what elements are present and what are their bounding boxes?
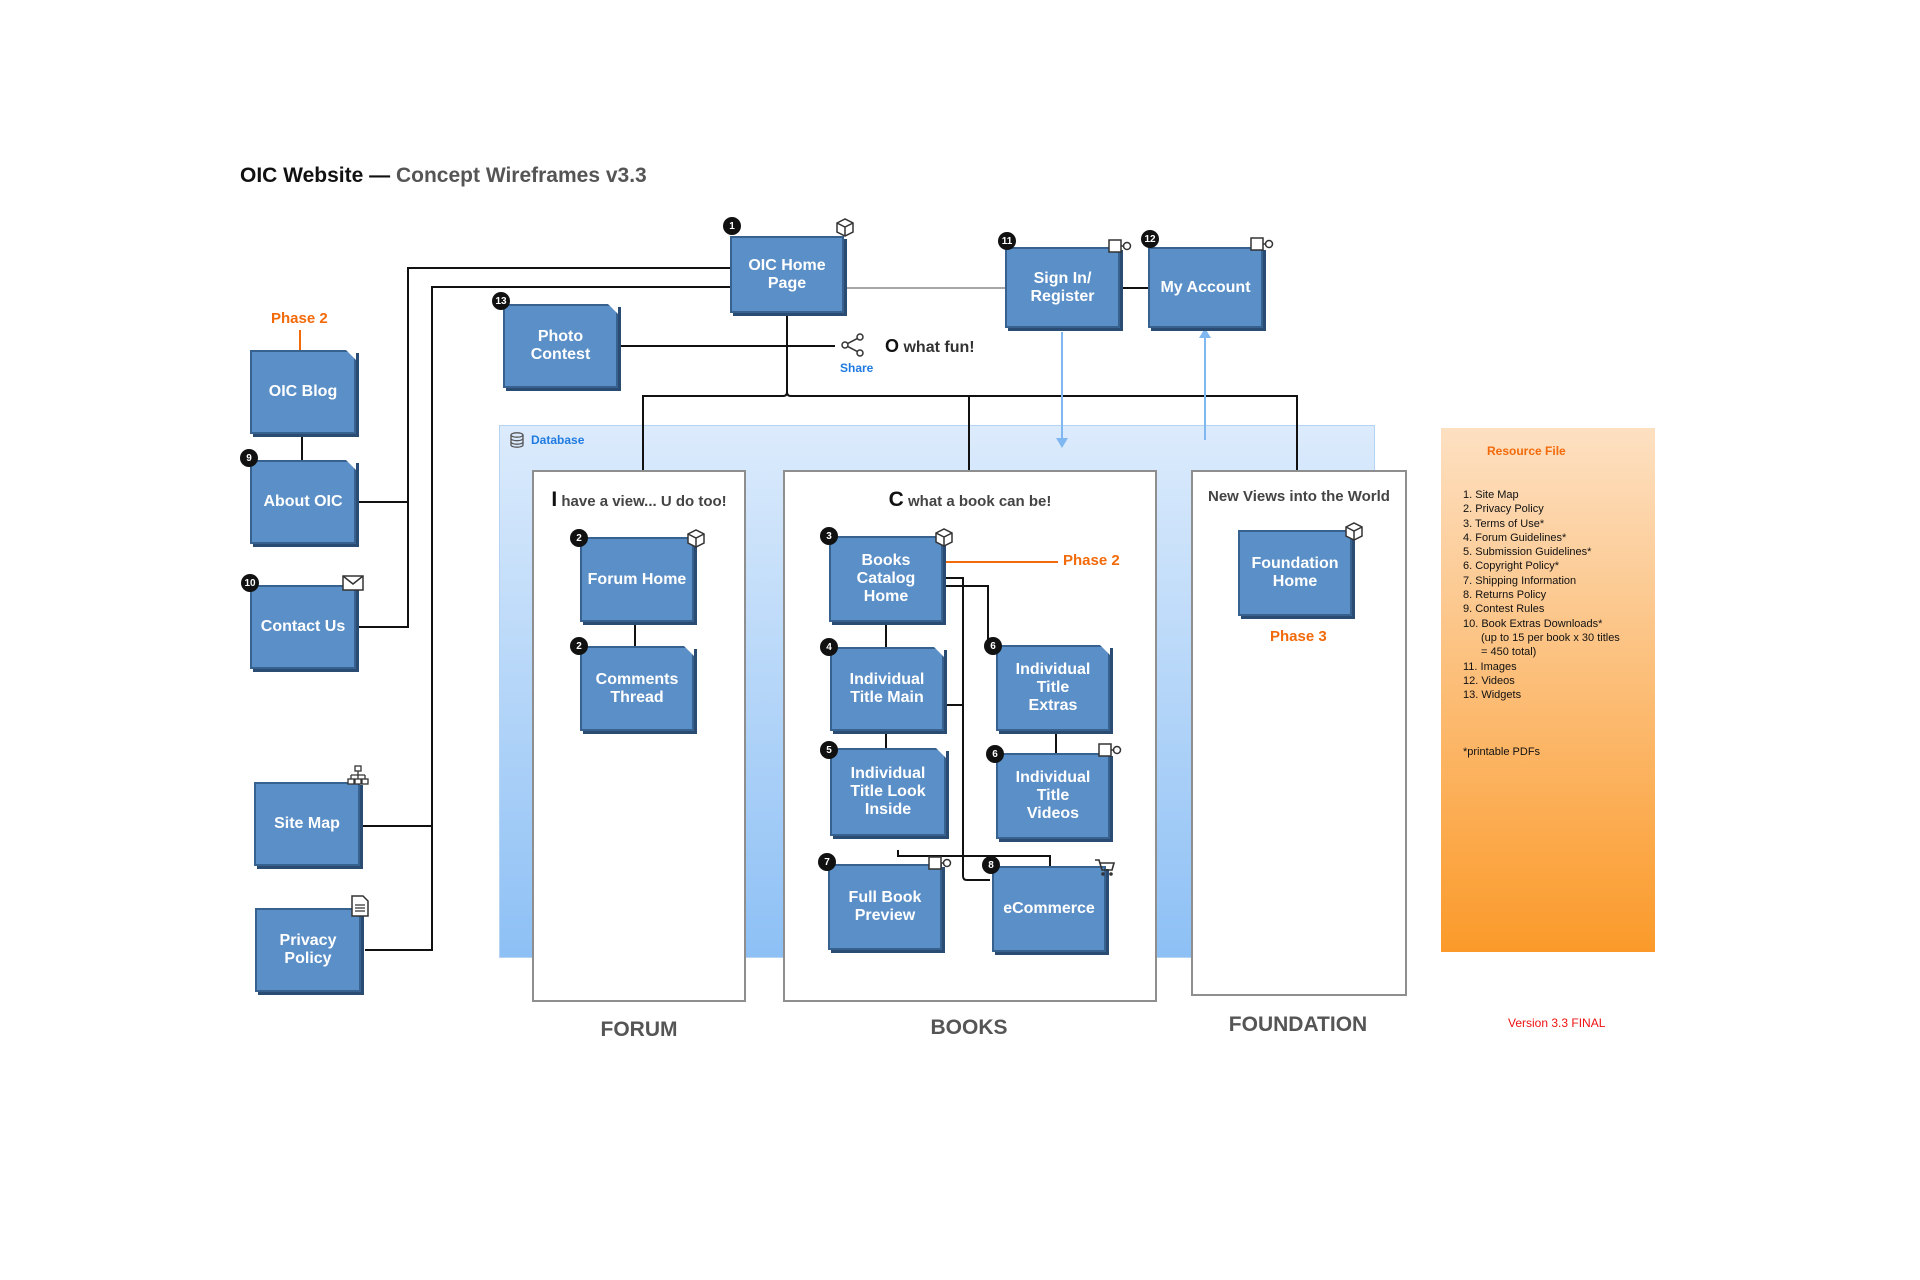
node-sign-in[interactable]: Sign In/ Register xyxy=(1005,247,1120,328)
badge-7: 7 xyxy=(818,853,836,871)
resource-item: 6. Copyright Policy* xyxy=(1463,560,1559,573)
forum-heading-initial: I xyxy=(551,488,558,511)
node-privacy-policy[interactable]: Privacy Policy xyxy=(255,908,361,992)
node-oic-home[interactable]: OIC Home Page xyxy=(730,236,844,313)
node-comments-thread[interactable]: Comments Thread xyxy=(580,646,694,731)
badge-13: 13 xyxy=(492,292,510,310)
resource-item: 5. Submission Guidelines* xyxy=(1463,546,1592,559)
phase-foundation: Phase 3 xyxy=(1270,628,1327,645)
resource-item: 7. Shipping Information xyxy=(1463,574,1577,587)
foundation-label: FOUNDATION xyxy=(1228,1013,1368,1036)
books-label: BOOKS xyxy=(930,1016,1008,1039)
phase-catalog: Phase 2 xyxy=(1063,552,1120,569)
share-icon[interactable] xyxy=(840,333,866,357)
node-forum-home[interactable]: Forum Home xyxy=(580,537,694,622)
node-books-catalog[interactable]: Books Catalog Home xyxy=(829,536,943,622)
badge-10: 10 xyxy=(241,574,259,592)
badge-6b: 6 xyxy=(986,745,1004,763)
badge-8: 8 xyxy=(982,856,1000,874)
resource-item: = 450 total) xyxy=(1481,646,1537,659)
envelope-icon xyxy=(342,575,364,591)
resource-file-list: 1. Site Map 2. Privacy Policy 3. Terms o… xyxy=(1463,488,1620,702)
share-label[interactable]: Share xyxy=(840,361,874,375)
box-icon xyxy=(935,528,953,547)
phase-blog: Phase 2 xyxy=(271,310,328,327)
version-label: Version 3.3 FINAL xyxy=(1508,1016,1606,1030)
resource-item: (up to 15 per book x 30 titles xyxy=(1481,631,1620,644)
resource-file-panel: Resource File 1. Site Map 2. Privacy Pol… xyxy=(1441,428,1655,952)
node-look-inside[interactable]: Individual Title Look Inside xyxy=(830,748,946,836)
foundation-heading-text: New Views into the World xyxy=(1208,488,1390,505)
resource-item: 3. Terms of Use* xyxy=(1463,517,1545,530)
books-heading-text: what a book can be! xyxy=(907,493,1052,510)
resource-item: 11. Images xyxy=(1463,660,1517,673)
books-heading-initial: C xyxy=(888,488,904,511)
node-foundation-home[interactable]: Foundation Home xyxy=(1238,530,1352,616)
document-icon xyxy=(351,895,369,917)
title-sub: Concept Wireframes v3.3 xyxy=(395,164,647,187)
node-my-account[interactable]: My Account xyxy=(1148,247,1263,328)
badge-9: 9 xyxy=(240,449,258,467)
share-tagline-initial: O xyxy=(885,336,900,356)
books-heading: C what a book can be! xyxy=(785,488,1155,512)
resource-item: 13. Widgets xyxy=(1463,689,1522,702)
forum-label: FORUM xyxy=(600,1018,678,1041)
badge-1: 1 xyxy=(723,217,741,235)
resource-item: 1. Site Map xyxy=(1463,489,1519,501)
node-full-book-preview[interactable]: Full Book Preview xyxy=(828,864,942,950)
foundation-heading: New Views into the World xyxy=(1193,488,1405,505)
forum-heading: I have a view... U do too! xyxy=(534,488,744,512)
key-lock-icon xyxy=(1098,743,1122,757)
resource-item: 2. Privacy Policy xyxy=(1463,503,1544,516)
node-oic-blog[interactable]: OIC Blog xyxy=(250,350,356,434)
badge-12: 12 xyxy=(1141,230,1159,248)
node-title-videos[interactable]: Individual Title Videos xyxy=(996,753,1110,839)
share-tagline-text: what fun! xyxy=(903,339,975,356)
resource-item: 8. Returns Policy xyxy=(1463,589,1547,602)
resource-item: 9. Contest Rules xyxy=(1463,603,1545,616)
resource-item: 10. Book Extras Downloads* xyxy=(1463,617,1603,630)
node-title-main[interactable]: Individual Title Main xyxy=(830,647,944,731)
badge-3: 3 xyxy=(820,527,838,545)
node-title-extras[interactable]: Individual Title Extras xyxy=(996,645,1110,731)
node-photo-contest[interactable]: Photo Contest xyxy=(503,304,618,388)
badge-6a: 6 xyxy=(984,637,1002,655)
badge-4: 4 xyxy=(820,638,838,656)
resource-note: *printable PDFs xyxy=(1463,746,1541,758)
database-label: Database xyxy=(509,432,584,448)
box-icon xyxy=(836,218,854,237)
key-lock-icon xyxy=(1108,239,1132,253)
share-tagline: O what fun! xyxy=(885,336,975,357)
forum-heading-text: have a view... U do too! xyxy=(561,493,727,510)
sitemap-icon xyxy=(347,765,369,785)
resource-item: 4. Forum Guidelines* xyxy=(1463,531,1567,544)
box-icon xyxy=(687,529,705,548)
key-lock-icon xyxy=(1250,237,1274,251)
node-contact-us[interactable]: Contact Us xyxy=(250,585,356,669)
shopping-cart-icon xyxy=(1095,859,1116,876)
node-ecommerce[interactable]: eCommerce xyxy=(992,866,1106,952)
badge-11: 11 xyxy=(998,232,1016,250)
database-label-text: Database xyxy=(531,433,585,447)
page-title: OIC Website — Concept Wireframes v3.3 xyxy=(240,164,647,188)
box-icon xyxy=(1345,522,1363,541)
database-icon xyxy=(510,432,524,448)
title-main: OIC Website — xyxy=(240,164,391,187)
badge-2b: 2 xyxy=(570,637,588,655)
resource-file-title: Resource File xyxy=(1487,444,1566,458)
key-lock-icon xyxy=(928,856,952,870)
badge-5: 5 xyxy=(820,741,838,759)
badge-2a: 2 xyxy=(570,529,588,547)
node-site-map[interactable]: Site Map xyxy=(254,782,360,866)
resource-item: 12. Videos xyxy=(1463,674,1515,687)
node-about-oic[interactable]: About OIC xyxy=(250,460,356,544)
